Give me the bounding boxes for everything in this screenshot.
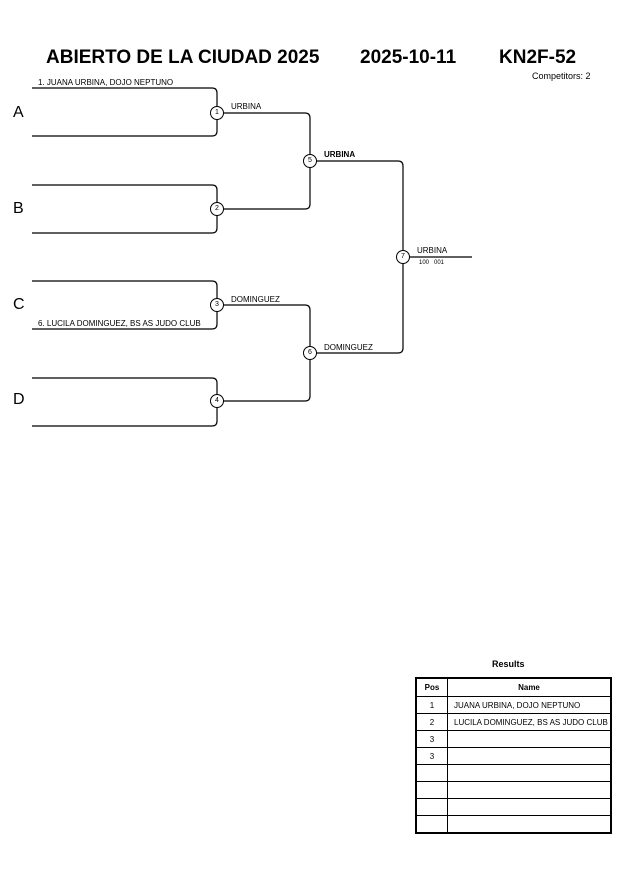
bracket-line-m5 (217, 112, 311, 210)
match-1-winner: URBINA (231, 102, 262, 111)
match-3-winner: DOMINGUEZ (231, 295, 280, 304)
pool-label-a: A (13, 104, 24, 121)
results-header-name: Name (447, 677, 612, 697)
match-node-7: 7 (396, 250, 410, 264)
match-node-5: 5 (303, 154, 317, 168)
result-pos: 2 (415, 713, 448, 731)
match-node-1: 1 (210, 106, 224, 120)
pool-label-c: C (13, 296, 25, 313)
bracket-line-b (32, 184, 218, 234)
bracket-line-final (310, 160, 404, 354)
table-row: 3 (415, 747, 612, 765)
result-pos: 1 (415, 696, 448, 714)
result-name (447, 815, 612, 834)
result-pos: 3 (415, 730, 448, 748)
match-node-2: 2 (210, 202, 224, 216)
pool-label-b: B (13, 200, 24, 217)
event-title: ABIERTO DE LA CIUDAD 2025 (46, 47, 320, 68)
result-pos: 3 (415, 747, 448, 765)
table-row (415, 815, 612, 834)
category-code: KN2F-52 (499, 47, 577, 68)
event-date: 2025-10-11 (360, 47, 457, 68)
table-row: 3 (415, 730, 612, 748)
results-header-row: Pos Name (415, 677, 612, 697)
result-name (447, 730, 612, 748)
final-score: 100 001 (419, 260, 445, 266)
results-header-pos: Pos (415, 677, 448, 697)
bracket-line-d (32, 377, 218, 427)
match-node-4: 4 (210, 394, 224, 408)
entry-slot-6: 6. LUCILA DOMINGUEZ, BS AS JUDO CLUB (38, 319, 201, 328)
bracket-line-a-top (32, 87, 218, 137)
results-title: Results (492, 659, 525, 669)
result-name (447, 747, 612, 765)
final-winner: URBINA (417, 246, 448, 255)
result-name: LUCILA DOMINGUEZ, BS AS JUDO CLUB (447, 713, 612, 731)
table-row (415, 764, 612, 782)
table-row (415, 781, 612, 799)
result-name (447, 764, 612, 782)
result-pos (415, 764, 448, 782)
match-node-6: 6 (303, 346, 317, 360)
result-name: JUANA URBINA, DOJO NEPTUNO (447, 696, 612, 714)
bracket-line-m6 (217, 304, 311, 402)
result-name (447, 781, 612, 799)
pool-label-d: D (13, 391, 25, 408)
entry-slot-1: 1. JUANA URBINA, DOJO NEPTUNO (38, 78, 174, 87)
match-6-winner: DOMINGUEZ (324, 343, 373, 352)
result-pos (415, 781, 448, 799)
match-5-winner: URBINA (324, 150, 356, 159)
result-pos (415, 815, 448, 834)
result-name (447, 798, 612, 816)
competitors-count: Competitors: 2 (532, 71, 591, 81)
table-row (415, 798, 612, 816)
match-node-3: 3 (210, 298, 224, 312)
result-pos (415, 798, 448, 816)
